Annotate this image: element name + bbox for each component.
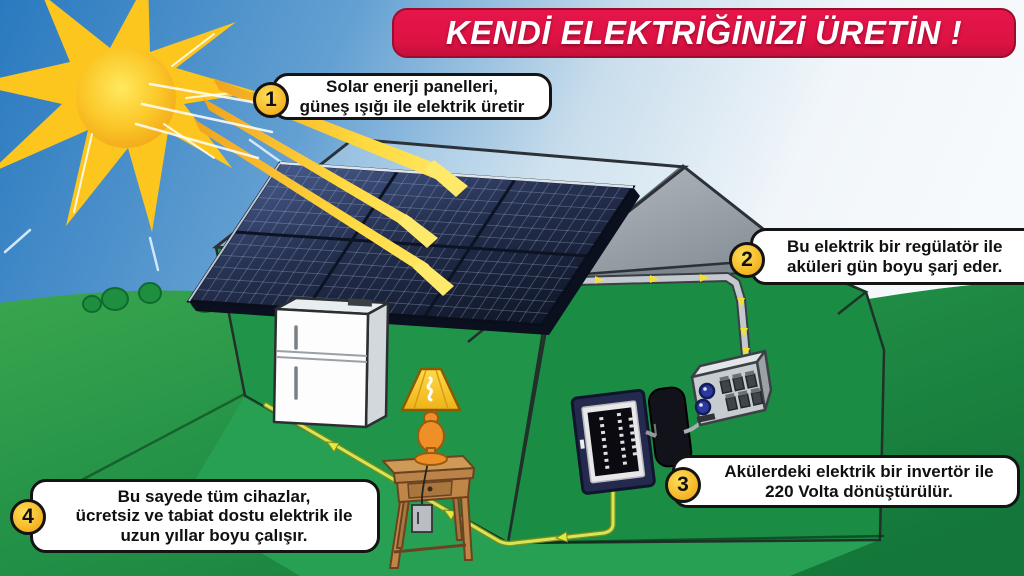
conduit-flow-arrows bbox=[595, 274, 750, 357]
callout-4-line-2: ücretsiz ve tabiat dostu elektrik ile bbox=[75, 506, 353, 526]
interior-wire bbox=[263, 402, 616, 547]
callout-4-line-1: Bu sayede tüm cihazlar, bbox=[117, 486, 311, 506]
breaker-panel-icon bbox=[570, 388, 656, 495]
callout-solar-panels: 1 Solar enerji panelleri, güneş ışığı il… bbox=[253, 73, 552, 120]
step-3-badge: 3 bbox=[665, 467, 701, 503]
step-2-badge: 2 bbox=[729, 242, 765, 278]
wall-outlet bbox=[411, 504, 433, 533]
callout-2-line-2: aküleri gün boyu şarj eder. bbox=[787, 256, 1003, 276]
refrigerator-icon bbox=[272, 296, 390, 429]
callout-3-line-1: Akülerdeki elektrik bir invertör ile bbox=[724, 461, 994, 481]
title-banner: KENDİ ELEKTRİĞİNİZİ ÜRETİN ! bbox=[392, 8, 1016, 58]
battery-regulator-wire bbox=[683, 422, 701, 434]
step-1-badge: 1 bbox=[253, 82, 289, 118]
callout-appliances: 4 Bu sayede tüm cihazlar, ücretsiz ve ta… bbox=[10, 479, 380, 553]
callout-inverter: 3 Akülerdeki elektrik bir invertör ile 2… bbox=[665, 455, 1020, 508]
callout-3-line-2: 220 Volta dönüştürülür. bbox=[765, 481, 953, 501]
wire-flow-arrows bbox=[325, 441, 569, 543]
sun-icon bbox=[0, 0, 287, 272]
callout-regulator: 2 Bu elektrik bir regülatör ile aküleri … bbox=[729, 228, 1024, 285]
charge-regulator-icon bbox=[690, 349, 773, 427]
callout-1-line-2: güneş ışığı ile elektrik üretir bbox=[299, 96, 525, 116]
page-title: KENDİ ELEKTRİĞİNİZİ ÜRETİN ! bbox=[445, 14, 963, 51]
step-4-badge: 4 bbox=[10, 499, 46, 535]
table-lamp-icon bbox=[400, 367, 462, 466]
callout-1-line-1: Solar enerji panelleri, bbox=[326, 76, 498, 96]
callout-4-line-3: uzun yıllar boyu çalışır. bbox=[120, 525, 308, 545]
callout-2-line-1: Bu elektrik bir regülatör ile bbox=[787, 236, 1003, 256]
panel-battery-wire bbox=[645, 430, 657, 438]
conduit-wire bbox=[571, 272, 751, 361]
